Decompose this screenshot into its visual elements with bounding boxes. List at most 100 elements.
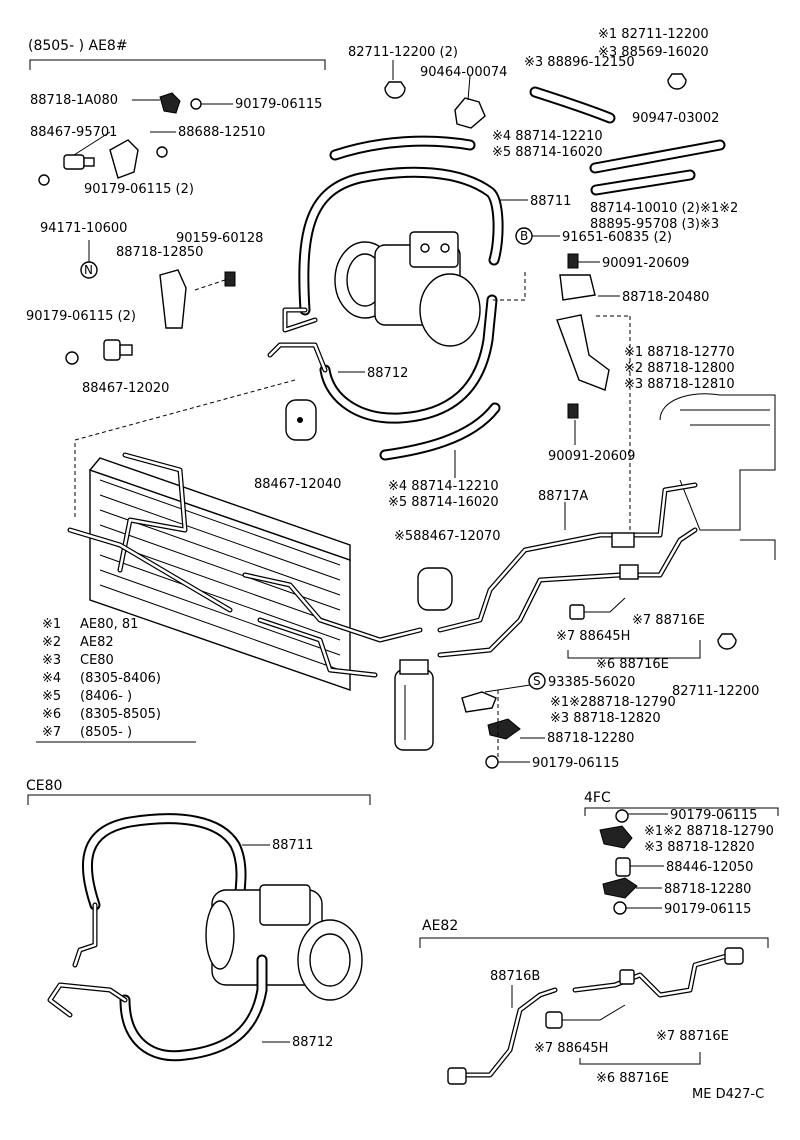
clamp-88569-16020 [667,73,687,90]
label-88714-16020-a: ※5 88714-16020 [492,145,603,160]
bracket-88718-12770 [556,314,610,391]
label-88467-12040: 88467-12040 [254,477,341,492]
label-90159-60128: 90159-60128 [176,231,263,246]
legend: ※1 AE80, 81 ※2 AE82 ※3 CE80 ※4 (8305-840… [36,617,196,743]
model-range-header: (8505- ) AE8# [28,38,128,54]
ae82-pressure-switch-88645H [545,969,635,1029]
fc-nut-b [613,901,627,915]
svg-text:※7: ※7 [42,725,61,740]
clamp-88718-12790 [461,691,497,713]
svg-text:AE80, 81: AE80, 81 [80,617,138,632]
label-88467-12020: 88467-12020 [82,381,169,396]
fc-label-88446-12050: 88446-12050 [666,860,753,875]
label-88467-95701: 88467-95701 [30,125,117,140]
joint-88716E [619,564,639,580]
label-90091-20609-a: 90091-20609 [602,256,689,271]
label-88718-12850: 88718-12850 [116,245,203,260]
label-90091-20609-b: 90091-20609 [548,449,635,464]
engine-outline [659,393,776,531]
label-90179-06115-a: 90179-06115 [235,97,322,112]
dash-connector-left [74,379,296,520]
ae82-label-88645H: ※7 88645H [534,1041,608,1056]
label-88718-12820: ※3 88718-12820 [550,711,661,726]
label-88714-12210-b: ※4 88714-12210 [388,479,499,494]
svg-text:(8305-8505): (8305-8505) [80,707,161,722]
ac-compressor [334,231,481,347]
switch-88467-95701 [38,139,168,186]
svg-text:(8406- ): (8406- ) [80,689,132,704]
fc-clamp-88718-12790 [599,825,633,849]
label-82711-12200-2: 82711-12200 (2) [348,45,458,60]
svg-text:※4: ※4 [42,671,61,686]
ae82-label-88716E-a: ※7 88716E [656,1029,729,1044]
label-82711-12200-r1: ※1 82711-12200 [598,27,709,42]
ae82-fitting-right [724,947,744,965]
ce80-bracket [27,794,371,805]
ce80-label-88711: 88711 [272,838,313,853]
circled-S: S [533,674,541,688]
fc-label-88718-12790: ※1※2 88718-12790 [644,824,774,839]
label-88711-a: 88711 [530,194,571,209]
label-88718-12790: ※1※288718-12790 [550,695,676,710]
label-88718-1A080: 88718-1A080 [30,93,118,108]
fc-title: 4FC [584,790,611,806]
label-88688-12510: 88688-12510 [178,125,265,140]
label-88716E-b: ※6 88716E [596,657,669,672]
ae82-fitting-left [447,1067,467,1085]
fc-label-88718-12280: 88718-12280 [664,882,751,897]
circled-S-marker [528,672,546,690]
svg-text:(8505- ): (8505- ) [80,725,132,740]
label-82711-12200-b: 82711-12200 [672,684,759,699]
bolt-90159-60128 [224,271,236,287]
label-88896-12150: ※3 88896-12150 [524,55,635,70]
receiver-drier [394,659,434,751]
label-88718-20480: 88718-20480 [622,290,709,305]
label-88645H-a: ※7 88645H [556,629,630,644]
cushion-88467-12040 [285,399,317,441]
bolt-90091-20609-a [567,253,579,269]
ae82-label-88716B: 88716B [490,969,540,984]
label-90947-03002: 90947-03002 [632,111,719,126]
label-88716E-a: ※7 88716E [632,613,705,628]
fc-label-90179-06115-a: 90179-06115 [670,808,757,823]
label-88718-12770: ※1 88718-12770 [624,345,735,360]
label-88714-12210-a: ※4 88714-12210 [492,129,603,144]
label-88569-16020: ※3 88569-16020 [598,45,709,60]
svg-text:(8305-8406): (8305-8406) [80,671,161,686]
cushion-88467-12070 [417,567,453,611]
label-93385-56020: 93385-56020 [548,675,635,690]
ae82-pipe-88716B [457,987,558,1078]
clamp-88718-12280 [487,718,521,740]
clamp-82711-12200-b [717,633,737,650]
label-88714-10010: 88714-10010 (2)※1※2 [590,201,738,216]
joint-88717A [611,532,635,548]
label-88718-12800: ※2 88718-12800 [624,361,735,376]
fc-label-88718-12820: ※3 88718-12820 [644,840,755,855]
svg-text:※3: ※3 [42,653,61,668]
ae82-label-88716E-b: ※6 88716E [596,1071,669,1086]
fc-label-90179-06115-b: 90179-06115 [664,902,751,917]
svg-text:※5: ※5 [42,689,61,704]
pipe-88711-end [282,307,318,333]
fc-bracket [584,807,779,816]
bracket-88718-12850 [159,269,187,329]
header-bracket [29,59,326,70]
ae82-bracket [419,937,769,948]
label-88712-a: 88712 [367,366,408,381]
nut-90179-06115-c [485,755,499,769]
svg-text:※6: ※6 [42,707,61,722]
drawing-code: ME D427-C [692,1087,764,1102]
fc-clamp-88718-12280 [602,877,638,899]
label-91651-60835: 91651-60835 (2) [562,230,672,245]
clip-90464-00074 [454,97,486,129]
ce80-compressor [205,884,363,1001]
label-88895-95708: 88895-95708 (3)※3 [590,217,719,232]
condenser [88,457,351,691]
label-90179-06115-2b: 90179-06115 (2) [26,309,136,324]
pressure-switch-88645H [569,597,626,620]
label-90464-00074: 90464-00074 [420,65,507,80]
label-88717A: 88717A [538,489,588,504]
fc-nut-a [615,809,629,823]
